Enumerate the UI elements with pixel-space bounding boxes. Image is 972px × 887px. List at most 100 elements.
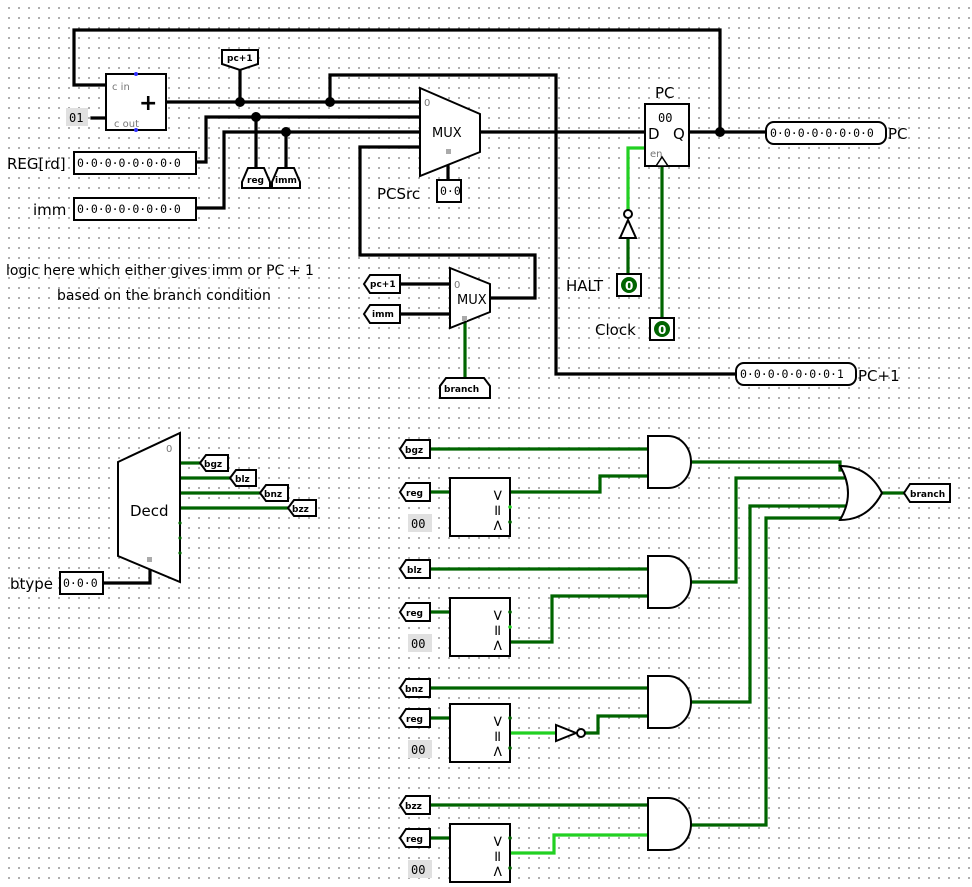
svg-text:>: > <box>489 835 507 848</box>
branch-mux[interactable]: 0 MUX <box>449 266 491 330</box>
tunnel-bnz-dec[interactable]: bnz <box>258 484 289 502</box>
tunnel-bnz[interactable]: bnz <box>398 678 431 698</box>
tunnel-reg-top[interactable]: reg <box>241 167 271 189</box>
svg-text:pc+1: pc+1 <box>370 280 396 290</box>
svg-text:blz: blz <box>235 475 250 485</box>
clock-input[interactable]: 0 <box>649 317 675 341</box>
svg-text:reg: reg <box>406 715 423 725</box>
comparator-1[interactable]: > = < <box>449 477 511 537</box>
halt-not-gate <box>618 209 638 239</box>
adder-cin-label: c in <box>112 82 130 93</box>
svg-text:=: = <box>489 624 507 637</box>
svg-text:bgz: bgz <box>405 446 423 456</box>
adder-cout-label: c out <box>114 119 139 130</box>
clock-label: Clock <box>595 321 636 339</box>
tunnel-pc1-mux[interactable]: pc+1 <box>362 274 401 294</box>
comparator-4[interactable]: > = < <box>449 823 511 883</box>
svg-text:>: > <box>489 489 507 502</box>
tunnel-branch-out[interactable]: branch <box>902 483 951 503</box>
pcsrc-label: PCSrc <box>377 185 420 203</box>
svg-text:>: > <box>489 715 507 728</box>
tunnel-blz[interactable]: blz <box>398 559 431 579</box>
pc-output[interactable]: 0·0·0·0·0·0·0·0 <box>765 121 887 145</box>
svg-text:branch: branch <box>444 385 479 395</box>
svg-text:00: 00 <box>411 517 425 531</box>
const-00-1: 00 <box>408 514 432 532</box>
svg-text:00: 00 <box>411 863 425 877</box>
pc-register-title: PC <box>655 84 675 102</box>
adder[interactable]: c in c out + <box>105 72 167 132</box>
btype-label: btype <box>10 575 53 593</box>
svg-text:=: = <box>489 504 507 517</box>
svg-text:bnz: bnz <box>264 490 282 500</box>
const-01: 01 <box>66 108 88 126</box>
pc-output-value: 0·0·0·0·0·0·0·0 <box>770 126 874 140</box>
tunnel-imm-mux[interactable]: imm <box>362 304 401 324</box>
imm-label: imm <box>33 201 66 219</box>
adder-plus-label: + <box>139 91 157 116</box>
tunnel-imm-top[interactable]: imm <box>271 167 301 189</box>
bus-wires <box>72 28 768 585</box>
control-wires <box>463 146 664 380</box>
tunnel-reg-2[interactable]: reg <box>398 602 431 622</box>
comparator-3[interactable]: > = < <box>449 703 511 763</box>
and-gate-bnz[interactable] <box>647 675 692 729</box>
tunnel-branch-mux[interactable]: branch <box>439 377 491 399</box>
comparator-2[interactable]: > = < <box>449 597 511 657</box>
or-gate-branch[interactable] <box>838 464 884 522</box>
pc-plus1-output[interactable]: 0·0·0·0·0·0·0·1 <box>735 362 857 386</box>
tunnel-bzz[interactable]: bzz <box>398 795 431 815</box>
svg-text:>: > <box>489 609 507 622</box>
and-gate-bgz[interactable] <box>647 435 692 489</box>
svg-text:<: < <box>489 745 507 758</box>
reg-rd-value: 0·0·0·0·0·0·0·0 <box>77 156 181 170</box>
imm-input[interactable]: 0·0·0·0·0·0·0·0 <box>73 197 197 221</box>
btype-input[interactable]: 0·0·0 <box>59 571 104 595</box>
and-gate-blz[interactable] <box>647 555 692 609</box>
pc-plus1-output-value: 0·0·0·0·0·0·0·1 <box>740 367 844 381</box>
const-00-4: 00 <box>408 860 432 878</box>
note-line-1: logic here which either gives imm or PC … <box>6 263 314 279</box>
const-00-2: 00 <box>408 634 432 652</box>
svg-text:reg: reg <box>406 609 423 619</box>
pc-output-label: PC <box>888 125 908 143</box>
tunnel-bzz-dec[interactable]: bzz <box>286 499 317 517</box>
pcsrc-value: 0·0 <box>440 184 461 198</box>
tunnel-bgz-dec[interactable]: bgz <box>198 454 229 472</box>
tunnel-bgz[interactable]: bgz <box>398 439 431 459</box>
pc-register[interactable]: PC 00 D Q en <box>644 84 690 167</box>
svg-text:pc+1: pc+1 <box>227 54 253 64</box>
note-line-2: based on the branch condition <box>57 288 271 304</box>
junction-dots <box>235 97 725 137</box>
pc-register-value: 00 <box>658 111 672 125</box>
pc-register-en-label: en <box>650 149 663 160</box>
tunnel-pc1-top[interactable]: pc+1 <box>221 49 259 72</box>
decoder-outputs <box>178 461 290 510</box>
decoder[interactable]: 0 Decd <box>117 431 182 584</box>
bnz-not-gate <box>555 723 586 743</box>
svg-text:=: = <box>489 730 507 743</box>
decoder-out0-label: 0 <box>166 444 172 455</box>
const-00-3: 00 <box>408 740 432 758</box>
pcsrc-input[interactable]: 0·0 <box>436 179 462 203</box>
svg-text:<: < <box>489 865 507 878</box>
imm-value: 0·0·0·0·0·0·0·0 <box>77 202 181 216</box>
branch-mux-label: MUX <box>457 293 487 308</box>
pc-mux-label: MUX <box>432 126 462 141</box>
svg-text:bzz: bzz <box>292 505 309 515</box>
tunnel-reg-3[interactable]: reg <box>398 708 431 728</box>
svg-text:reg: reg <box>406 489 423 499</box>
halt-input[interactable]: 0 <box>616 273 642 297</box>
tunnel-reg-1[interactable]: reg <box>398 482 431 502</box>
tunnel-reg-4[interactable]: reg <box>398 828 431 848</box>
pc-mux[interactable]: 0 MUX <box>419 86 481 178</box>
svg-text:bnz: bnz <box>405 685 423 695</box>
clock-value: 0 <box>658 323 666 337</box>
and-gate-bzz[interactable] <box>647 797 692 851</box>
svg-text:0: 0 <box>454 280 460 291</box>
comparator-pin-marks <box>508 505 512 870</box>
reg-rd-input[interactable]: 0·0·0·0·0·0·0·0 <box>73 151 197 175</box>
tunnel-blz-dec[interactable]: blz <box>228 469 257 487</box>
